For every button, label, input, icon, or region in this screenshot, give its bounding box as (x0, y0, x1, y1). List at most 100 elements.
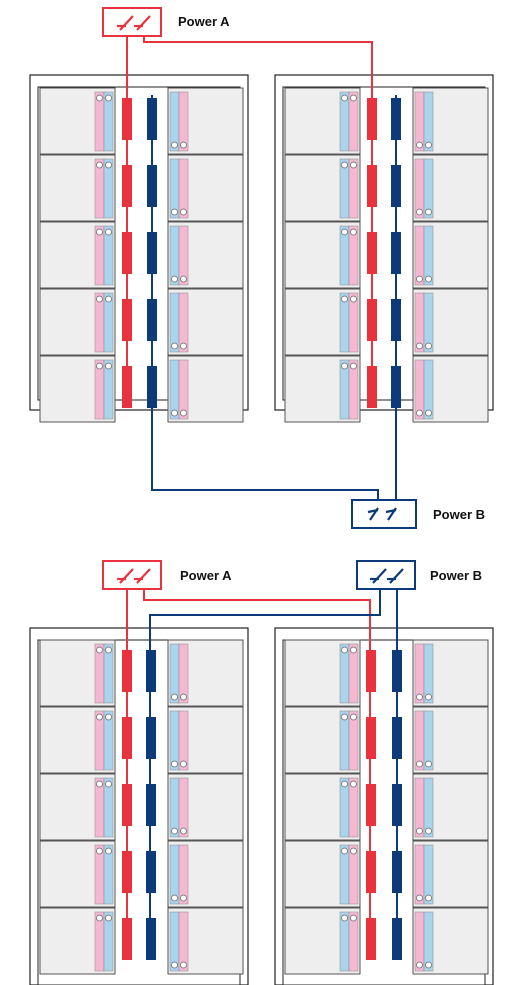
server-unit (39, 773, 116, 841)
psu-socket (171, 693, 178, 701)
diagram-bottom: Power A Power B (29, 560, 494, 985)
psu-socket (171, 760, 178, 768)
plug-icon (367, 507, 397, 521)
psu-socket (171, 141, 178, 149)
psu-socket (105, 362, 112, 370)
pdu-outlet-block (122, 232, 132, 274)
psu-strip (178, 359, 189, 420)
pdu-outlet-block (392, 650, 402, 692)
psu-strip (423, 158, 434, 219)
pdu-outlet-block (391, 299, 401, 341)
psu-strip (178, 844, 189, 905)
psu-strip (103, 91, 114, 152)
psu-socket (180, 342, 187, 350)
psu-socket (350, 228, 357, 236)
psu-socket (180, 961, 187, 969)
psu-strip (103, 359, 114, 420)
rack-bottom-right (274, 627, 494, 985)
pdu-outlet-block (367, 299, 377, 341)
psu-socket (350, 847, 357, 855)
psu-socket (425, 275, 432, 283)
psu-socket (180, 409, 187, 417)
psu-socket (425, 409, 432, 417)
psu-socket (96, 228, 103, 236)
server-unit (39, 706, 116, 774)
server-unit (39, 221, 116, 289)
server-unit (412, 221, 489, 289)
rack-top-right (274, 74, 494, 423)
psu-strip (423, 91, 434, 152)
server-unit (167, 773, 244, 841)
server-unit (167, 288, 244, 356)
server-unit (39, 355, 116, 423)
psu-strip (348, 359, 359, 420)
psu-strip (348, 710, 359, 771)
psu-socket (180, 894, 187, 902)
server-unit (167, 154, 244, 222)
psu-socket (105, 295, 112, 303)
psu-strip (348, 777, 359, 838)
psu-socket (341, 161, 348, 169)
power-b-label-bottom: Power B (430, 568, 482, 583)
psu-socket (96, 94, 103, 102)
pdu-outlet-block (391, 165, 401, 207)
psu-socket (105, 228, 112, 236)
psu-socket (180, 827, 187, 835)
psu-strip (103, 844, 114, 905)
server-unit (412, 355, 489, 423)
server-unit (284, 288, 361, 356)
psu-socket (341, 780, 348, 788)
psu-socket (416, 342, 423, 350)
psu-socket (341, 94, 348, 102)
diagram-top: Power A Power B (29, 7, 494, 529)
psu-socket (425, 208, 432, 216)
pdu-outlet-block (366, 717, 376, 759)
psu-socket (425, 760, 432, 768)
psu-socket (96, 847, 103, 855)
psu-strip (348, 292, 359, 353)
psu-strip (178, 292, 189, 353)
psu-strip (103, 777, 114, 838)
psu-strip (103, 225, 114, 286)
psu-socket (350, 161, 357, 169)
psu-socket (180, 208, 187, 216)
pdu-outlet-block (146, 717, 156, 759)
plug-icon (117, 15, 151, 31)
psu-socket (96, 780, 103, 788)
psu-socket (96, 914, 103, 922)
pdu-outlet-block (122, 650, 132, 692)
psu-socket (350, 94, 357, 102)
psu-socket (350, 362, 357, 370)
server-unit (39, 639, 116, 707)
psu-strip (423, 911, 434, 972)
power-b-cables-top (151, 95, 397, 502)
psu-socket (105, 914, 112, 922)
psu-strip (423, 844, 434, 905)
psu-strip (178, 777, 189, 838)
psu-strip (423, 359, 434, 420)
psu-strip (348, 91, 359, 152)
pdu-outlet-block (147, 299, 157, 341)
psu-socket (425, 961, 432, 969)
psu-strip (423, 292, 434, 353)
server-unit (39, 907, 116, 975)
psu-socket (180, 275, 187, 283)
psu-strip (103, 643, 114, 704)
server-unit (284, 355, 361, 423)
psu-socket (105, 646, 112, 654)
pdu-outlet-block (392, 717, 402, 759)
psu-strip (178, 643, 189, 704)
server-unit (284, 706, 361, 774)
server-unit (284, 773, 361, 841)
psu-socket (350, 914, 357, 922)
psu-socket (180, 760, 187, 768)
pdu-outlet-block (366, 650, 376, 692)
psu-socket (416, 208, 423, 216)
psu-strip (348, 158, 359, 219)
pdu-outlet-block (366, 918, 376, 960)
pdu-outlet-block (147, 165, 157, 207)
psu-socket (341, 228, 348, 236)
pdu-outlet-block (392, 851, 402, 893)
server-unit (167, 706, 244, 774)
